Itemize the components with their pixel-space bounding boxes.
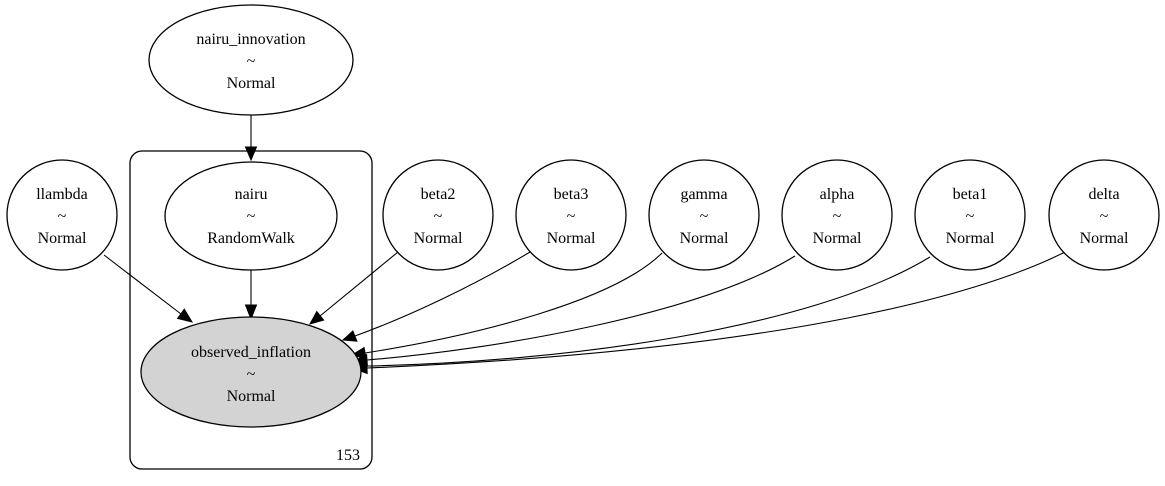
edge-llambda-to-observed_inflation [103, 254, 194, 323]
distribution-label: Normal [946, 230, 995, 247]
node-name: observed_inflation [191, 344, 311, 361]
tilde: ~ [247, 208, 256, 225]
distribution-label: Normal [38, 230, 87, 247]
distribution-label: Normal [680, 230, 729, 247]
edge-nairu-to-observed_inflation [244, 270, 258, 321]
node-name: beta2 [421, 186, 456, 203]
node-name: beta3 [554, 186, 589, 203]
tilde: ~ [567, 208, 576, 225]
edge-nairu_innovation-to-nairu [244, 115, 258, 162]
distribution-label: Normal [1080, 230, 1129, 247]
node-name: nairu [235, 186, 268, 203]
node-name: nairu_innovation [196, 31, 305, 48]
distribution-label: Normal [414, 230, 463, 247]
distribution-label: RandomWalk [207, 230, 295, 247]
distribution-label: Normal [547, 230, 596, 247]
node-beta2[interactable]: beta2 ~ Normal [382, 159, 494, 271]
tilde: ~ [1100, 208, 1109, 225]
node-gamma[interactable]: gamma ~ Normal [648, 159, 760, 271]
tilde: ~ [247, 366, 256, 383]
distribution-label: Normal [227, 388, 276, 405]
node-beta1[interactable]: beta1 ~ Normal [914, 159, 1026, 271]
node-name: beta1 [953, 186, 988, 203]
node-observed_inflation[interactable]: observed_inflation ~ Normal [140, 316, 362, 428]
node-alpha[interactable]: alpha ~ Normal [781, 159, 893, 271]
tilde: ~ [966, 208, 975, 225]
node-name: alpha [820, 186, 855, 203]
node-name: gamma [680, 186, 727, 203]
edge-beta3-to-observed_inflation [341, 251, 531, 342]
node-beta3[interactable]: beta3 ~ Normal [515, 159, 627, 271]
edge-alpha-to-observed_inflation [352, 255, 796, 367]
edge-beta2-to-observed_inflation [308, 251, 399, 325]
node-llambda[interactable]: llambda ~ Normal [6, 159, 118, 271]
node-name: llambda [36, 186, 88, 203]
distribution-label: Normal [813, 230, 862, 247]
tilde: ~ [700, 208, 709, 225]
tilde: ~ [247, 53, 256, 70]
node-nairu_innovation[interactable]: nairu_innovation ~ Normal [148, 4, 354, 116]
node-nairu[interactable]: nairu ~ RandomWalk [164, 161, 338, 271]
distribution-label: Normal [227, 75, 276, 92]
tilde: ~ [58, 208, 67, 225]
node-name: delta [1088, 186, 1119, 203]
node-delta[interactable]: delta ~ Normal [1048, 159, 1160, 271]
tilde: ~ [434, 208, 443, 225]
tilde: ~ [833, 208, 842, 225]
plate-label: 153 [336, 447, 360, 464]
